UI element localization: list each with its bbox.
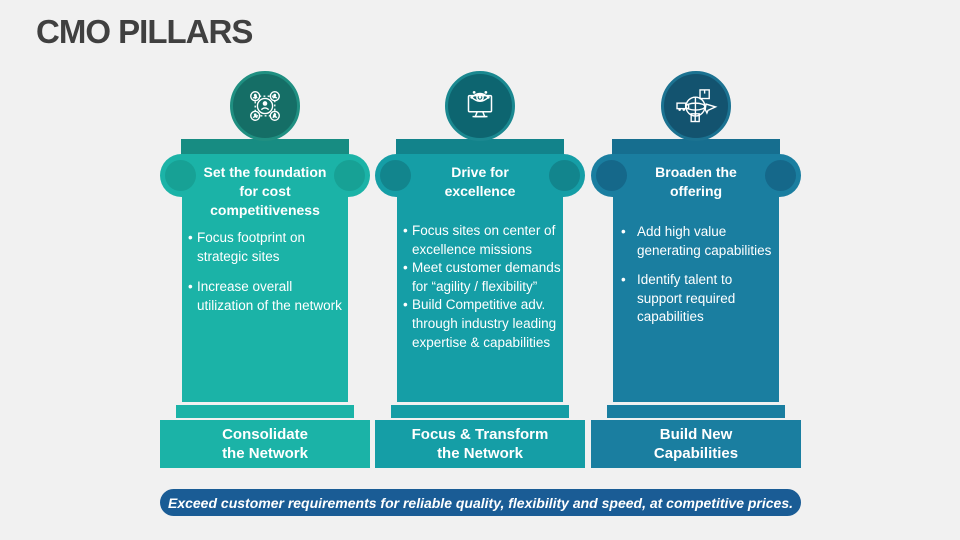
pillar-bullet-list: • Add high value generating capabilities… [621,223,777,338]
pillar-focus-transform-the-network: Drive for excellence • Focus sites on ce… [375,0,585,540]
bullet-text: Focus footprint on strategic sites [197,230,306,264]
bullet-dot: • [621,224,626,239]
capital-left-circle [380,160,411,191]
heading-line: competitiveness [210,202,320,218]
bullet-text: Increase overall utilization of the netw… [197,279,342,313]
capital-left-circle [165,160,196,191]
bullet-dot: • [403,260,408,276]
pillar-heading: Drive for excellence [375,163,585,201]
bullet-dot: • [188,279,193,295]
bullet-item: • Build Competitive adv. through industr… [403,296,564,352]
pillar-bullet-list: • Focus sites on center of excellence mi… [403,222,564,352]
pillar-heading: Broaden the offering [591,163,801,201]
bullet-text: Focus sites on center of excellence miss… [412,223,556,257]
bottom-banner: Exceed customer requirements for reliabl… [160,489,801,516]
team-network-icon [230,71,300,141]
pillar-heading: Set the foundation for cost competitiven… [160,163,370,220]
base-label-line: the Network [437,445,523,462]
bullet-item: • Meet customer demands for “agility / f… [403,259,564,296]
pillar-base-label: Focus & Transform the Network [375,420,585,468]
base-label-line: Consolidate [222,425,308,443]
capital-left-circle [596,160,627,191]
bullet-dot: • [621,272,626,288]
pillar-base-step [391,405,569,418]
page-title: CMO PILLARS [36,13,253,50]
pillar-shaft [397,170,563,402]
global-logistics-icon [661,71,731,141]
pillar-build-new-capabilities: Broaden the offering • Add high value ge… [591,0,801,540]
heading-line: Broaden the [655,164,737,180]
pillar-base-label: Consolidate the Network [160,420,370,468]
heading-line: for cost [239,183,291,199]
bullet-dot: • [403,297,408,313]
pillar-shaft [613,170,779,402]
vision-monitor-icon [445,71,515,141]
base-label-line: Capabilities [653,445,739,462]
bullet-text: Add high value generating capabilities [637,224,772,258]
pillar-bullet-list: • Focus footprint on strategic sites • I… [188,229,346,327]
bullet-item: • Increase overall utilization of the ne… [188,278,346,315]
heading-line: Set the foundation [203,164,327,180]
pillar-consolidate-the-network: Set the foundation for cost competitiven… [160,0,370,540]
bullet-item: • Focus footprint on strategic sites [188,229,346,266]
bullet-dot: • [403,223,408,238]
pillar-shaft [182,170,348,402]
bullet-item: • Identify talent to support required ca… [621,271,777,327]
bullet-text: Meet customer demands for “agility / fle… [412,260,561,294]
bullet-dot: • [188,230,193,245]
banner-text: Exceed customer requirements for reliabl… [167,494,794,511]
heading-line: offering [669,183,723,199]
capital-right-circle [549,160,580,191]
capital-right-circle [334,160,365,191]
bullet-item: • Add high value generating capabilities [621,223,777,260]
base-label-line: the Network [222,445,308,462]
heading-line: excellence [444,183,516,199]
pillar-capital [375,154,585,197]
base-label-line: Focus & Transform [411,425,549,443]
pillar-capital [591,154,801,197]
bullet-text: Build Competitive adv. through industry … [412,297,557,350]
pillar-base-label: Build New Capabilities [591,420,801,468]
base-label-line: Build New [659,425,733,443]
heading-line: Drive for [451,164,509,180]
capital-right-circle [765,160,796,191]
pillar-base-step [607,405,785,418]
bullet-item: • Focus sites on center of excellence mi… [403,222,564,259]
pillar-capital [160,154,370,197]
pillar-base-step [176,405,354,418]
bullet-text: Identify talent to support required capa… [637,272,736,325]
